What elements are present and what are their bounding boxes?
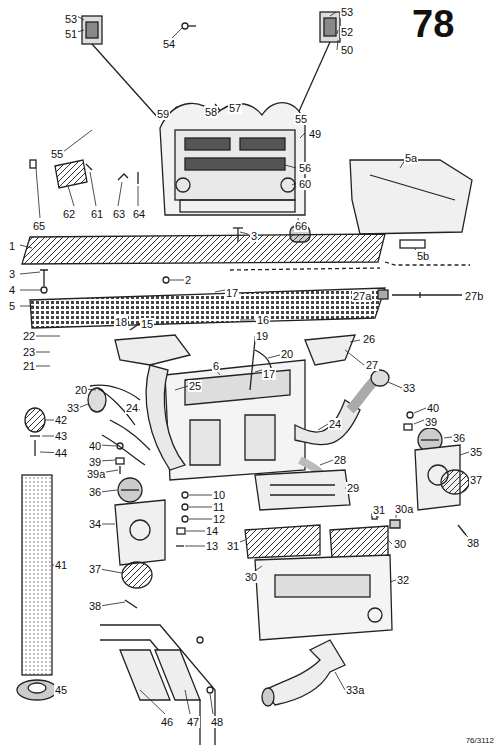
callout-number: 33a [345,684,365,696]
callout-number: 16 [256,314,270,326]
callout-number: 52 [340,26,354,38]
callout-number: 20 [74,384,88,396]
callout-number: 35 [469,446,483,458]
callout-number: 30 [393,538,407,550]
callout-number: 44 [54,447,68,459]
callout-number: 3 [8,268,16,280]
callout-number: 39 [424,416,438,428]
callout-number: 46 [160,716,174,728]
callout-number: 31 [372,504,386,516]
callout-number: 38 [88,600,102,612]
callout-number: 5a [404,152,418,164]
callout-number: 34 [88,518,102,530]
callout-number: 38 [466,537,480,549]
callout-number: 54 [162,38,176,50]
callout-number: 37 [88,563,102,575]
callout-number: 26 [362,333,376,345]
callout-number: 37 [469,474,483,486]
callout-number: 62 [62,208,76,220]
callout-number: 61 [90,208,104,220]
callout-number: 47 [186,716,200,728]
callout-number: 21 [22,360,36,372]
callout-number: 43 [54,430,68,442]
drawing-code: 76/3112 [466,736,494,746]
callout-number: 33 [402,382,416,394]
callout-number: 24 [125,402,139,414]
callout-number: 3 [250,230,258,242]
callout-number: 45 [54,684,68,696]
callout-number: 30a [394,503,414,515]
callout-number: 27b [464,290,484,302]
callout-number: 50 [340,44,354,56]
callout-number: 42 [54,414,68,426]
callout-number: 49 [308,128,322,140]
callout-number: 28 [333,454,347,466]
callout-number: 53 [64,13,78,25]
callout-number: 48 [210,716,224,728]
callout-number: 60 [298,178,312,190]
callout-number: 58 [204,106,218,118]
callout-number: 20 [280,348,294,360]
callout-number: 23 [22,346,36,358]
callout-number: 55 [294,113,308,125]
callout-number: 17 [225,287,239,299]
callout-number: 4 [8,284,16,296]
callout-number: 22 [22,330,36,342]
callout-number: 2 [184,274,192,286]
callout-number: 5 [8,300,16,312]
callout-number: 19 [255,330,269,342]
callout-number: 57 [228,102,242,114]
callout-number: 13 [205,540,219,552]
callout-number: 65 [32,220,46,232]
callout-number: 27a [352,290,372,302]
callout-number: 36 [452,432,466,444]
callout-number: 14 [205,525,219,537]
callout-number: 31 [226,540,240,552]
callout-number: 5b [416,250,430,262]
callout-number: 11 [212,501,225,513]
callout-number: 40 [88,440,102,452]
callout-number: 64 [132,208,146,220]
callout-number: 59 [156,108,170,120]
callout-number: 33 [66,402,80,414]
callout-number: 15 [140,318,154,330]
callout-number: 24 [328,418,342,430]
callout-number: 1 [8,240,16,252]
callout-number: 41 [54,559,68,571]
callout-number: 12 [212,513,226,525]
callout-number: 29 [346,482,360,494]
callout-number: 40 [426,402,440,414]
callout-number: 53 [340,6,354,18]
callout-number: 17 [262,368,276,380]
callout-number: 27 [365,359,379,371]
callout-number: 63 [112,208,126,220]
callout-number: 39a [86,468,106,480]
callout-number: 32 [396,574,410,586]
callout-number: 56 [298,162,312,174]
callout-number: 18 [114,316,128,328]
callout-number: 6 [212,360,220,372]
callout-number: 55 [50,148,64,160]
callout-number: 36 [88,486,102,498]
callout-number: 51 [64,28,78,40]
callout-number: 39 [88,456,102,468]
callout-number: 66 [294,220,308,232]
callout-number: 10 [212,489,226,501]
page-number: 78 [412,4,454,44]
callout-number: 25 [188,380,202,392]
callout-number: 30 [244,571,258,583]
